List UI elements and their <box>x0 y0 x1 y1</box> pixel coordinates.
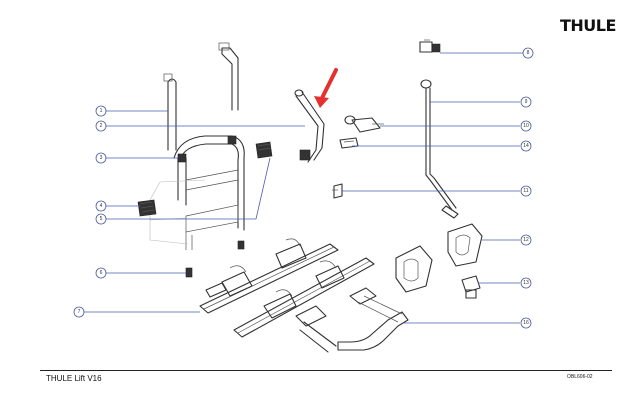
document-code: OBL606-02 <box>567 374 593 380</box>
callout-6: 6 <box>95 267 107 279</box>
part-9-rod <box>420 79 459 219</box>
svg-text:9: 9 <box>525 99 528 105</box>
svg-text:4: 4 <box>100 203 103 209</box>
part-14-clip <box>339 137 359 149</box>
logo-text: THULE <box>560 16 616 35</box>
callout-5: 5 <box>95 213 107 225</box>
part-10-handle <box>344 115 384 133</box>
callout-7: 7 <box>73 306 85 318</box>
callout-11: 11 <box>520 185 532 197</box>
red-indicator-arrow <box>314 68 338 108</box>
thule-logo: THULE <box>560 16 616 35</box>
diagram-title: THULE Lift V16 <box>46 374 102 383</box>
part-11-bracket <box>332 183 343 199</box>
part-7-wheel-rails <box>199 238 375 338</box>
part-12-covers <box>395 223 483 293</box>
callout-4: 4 <box>95 200 107 212</box>
callout-10: 10 <box>520 120 532 132</box>
leader-lines <box>84 52 523 324</box>
part-13-end-cap <box>461 275 481 299</box>
part-2-tube <box>218 42 239 111</box>
svg-text:7: 7 <box>78 309 81 315</box>
callout-13: 13 <box>520 277 532 289</box>
part-3-frame <box>149 135 245 250</box>
svg-text:6: 6 <box>100 270 103 276</box>
svg-text:5: 5 <box>100 216 103 222</box>
svg-text:14: 14 <box>523 143 529 149</box>
highlighted-bent-tube <box>294 89 325 163</box>
svg-text:16: 16 <box>523 320 529 326</box>
part-16-lower-frame <box>295 287 409 353</box>
part-1-tube <box>163 73 177 151</box>
callout-12: 12 <box>520 234 532 246</box>
part-4-clamp-block <box>137 199 157 217</box>
callout-14: 14 <box>520 140 532 152</box>
footer-rule <box>40 370 612 371</box>
part-8-lock <box>419 39 441 53</box>
callout-9: 9 <box>520 96 532 108</box>
callout-3: 3 <box>95 152 107 164</box>
part-5-clamp-block <box>255 141 273 159</box>
svg-text:10: 10 <box>523 123 529 129</box>
svg-text:13: 13 <box>523 280 529 286</box>
svg-text:2: 2 <box>100 123 103 129</box>
svg-text:12: 12 <box>523 237 529 243</box>
callout-8: 8 <box>522 47 534 59</box>
svg-text:8: 8 <box>527 50 530 56</box>
callout-16: 16 <box>520 317 532 329</box>
callout-2: 2 <box>95 120 107 132</box>
callout-1: 1 <box>95 105 107 117</box>
svg-text:1: 1 <box>100 108 103 114</box>
svg-text:3: 3 <box>100 155 103 161</box>
part-6-knob <box>185 240 245 278</box>
svg-text:11: 11 <box>523 188 528 194</box>
